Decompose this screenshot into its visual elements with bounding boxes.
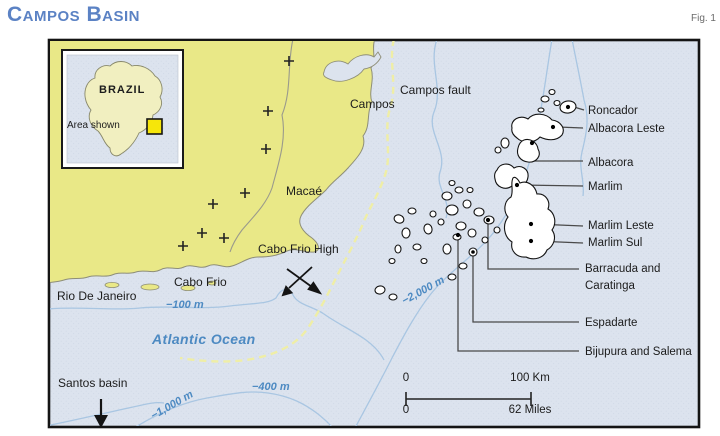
field-label-espadarte: Espadarte: [585, 317, 638, 329]
place-label-atlantic-ocean: Atlantic Ocean: [152, 331, 256, 347]
scale-bar: [405, 392, 532, 406]
scale-miles-end: 62 Miles: [508, 404, 552, 416]
brazil-inset-map: [61, 49, 184, 169]
field-leader-lines: [457, 106, 585, 352]
boundary-line: [229, 41, 294, 253]
field-label-roncador: Roncador: [588, 105, 638, 117]
figure-number: Fig. 1: [690, 13, 716, 24]
oil-field-polygons: [374, 88, 577, 301]
field-dot-marlim-leste: [528, 221, 534, 227]
field-dot-bijupura: [455, 232, 461, 238]
field-dot-espadarte: [471, 250, 475, 254]
field-dot-marlim-sul: [528, 238, 534, 244]
field-label-marlim-sul: Marlim Sul: [588, 237, 643, 249]
inset-country-label: BRAZIL: [99, 84, 146, 96]
place-label-rio-de-janeiro: Rio De Janeiro: [57, 289, 137, 303]
place-label-macae: Macaé: [286, 184, 323, 198]
anticline-symbol: [281, 266, 323, 297]
place-label-cabo-frio: Cabo Frio: [174, 275, 227, 289]
field-label-albacora-leste: Albacora Leste: [588, 123, 665, 135]
brazil-shape: [84, 61, 163, 157]
field-label-marlim-leste: Marlim Leste: [588, 220, 654, 232]
place-label-campos: Campos: [350, 97, 395, 111]
cross-symbols: [178, 56, 294, 251]
santos-basin-arrow: [94, 399, 108, 426]
coastal-islands: [104, 280, 217, 291]
field-label-bijupura-salema: Bijupura and Salema: [585, 346, 692, 358]
field-dot-marlim: [514, 182, 520, 188]
inset-area-shown-label: Area shown: [67, 120, 120, 131]
field-label-barracuda-caratinga: Barracuda and Caratinga: [585, 263, 661, 292]
area-shown-square: [146, 118, 163, 135]
field-dot-roncador: [565, 104, 571, 110]
depth-label-100m: −100 m: [166, 299, 204, 311]
lake: [323, 51, 382, 82]
depth-label-400m: −400 m: [252, 381, 290, 393]
scale-miles-start: 0: [402, 404, 410, 416]
field-dot-albacora-leste: [550, 124, 556, 130]
scale-km-end: 100 Km: [510, 372, 550, 384]
page-title: Campos Basin: [7, 3, 141, 26]
scale-km-start: 0: [402, 372, 410, 384]
place-label-santos-basin: Santos basin: [58, 376, 128, 390]
field-label-marlim: Marlim: [588, 181, 623, 193]
field-dot-barracuda: [485, 217, 491, 223]
basin-boundary-dashed-line: [179, 41, 395, 363]
field-dots: [455, 104, 571, 254]
field-label-albacora: Albacora: [588, 157, 634, 169]
place-label-campos-fault: Campos fault: [400, 83, 471, 97]
place-label-cabo-frio-high: Cabo Frio High: [258, 242, 339, 256]
field-dot-albacora: [529, 140, 535, 146]
